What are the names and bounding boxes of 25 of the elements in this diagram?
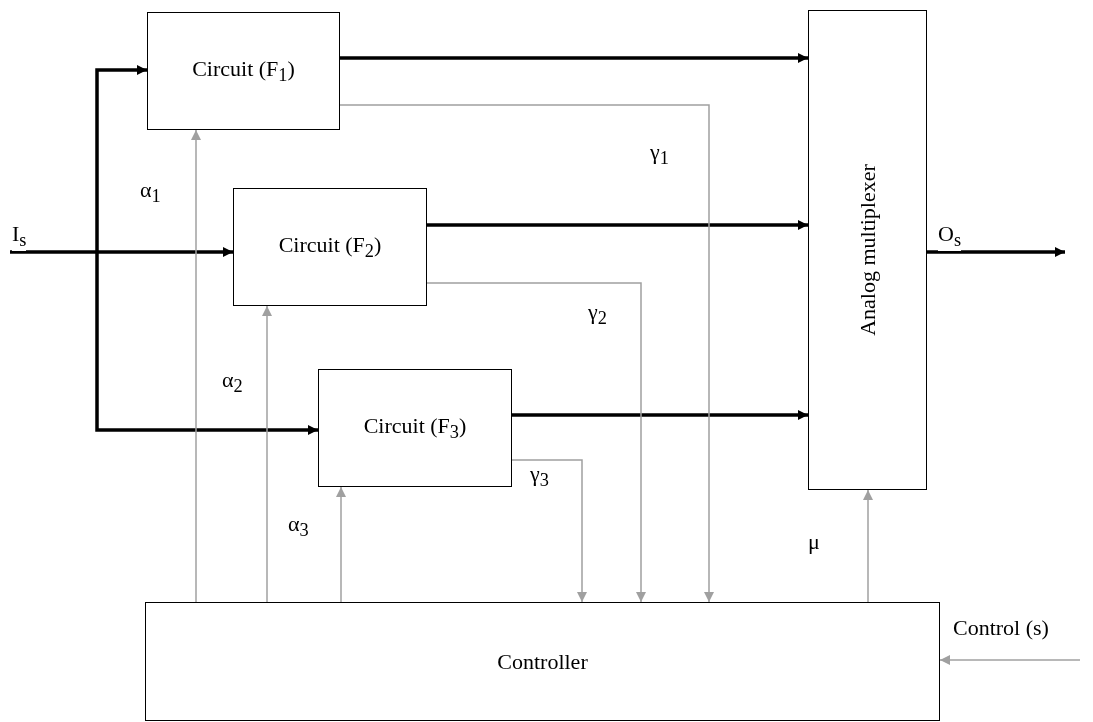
arrow: [511, 459, 587, 603]
node-label: Circuit (F$_{1}$): [192, 55, 295, 87]
node-label: Circuit (F$_{2}$): [278, 231, 382, 263]
arrow: [262, 305, 272, 603]
controller-box: [145, 602, 940, 721]
multiplexer-box: [808, 10, 927, 490]
node-label: Analog multiplexer: [854, 164, 881, 336]
arrow: [191, 129, 201, 603]
arrow: [336, 486, 346, 603]
arrow: [863, 489, 873, 603]
arrow: [10, 247, 233, 257]
node-label: Circuit (F$_{3}$): [363, 412, 467, 444]
arrow: [927, 247, 1065, 257]
arrow: [939, 655, 1081, 665]
arrow: [427, 220, 808, 230]
circuit-box: [147, 12, 340, 130]
arrow: [512, 410, 808, 420]
arrow: [95, 65, 147, 252]
arrow: [95, 252, 318, 435]
node-label: Controller: [497, 648, 588, 675]
arrow: [340, 53, 808, 63]
circuit-box: [233, 188, 427, 306]
circuit-box: [318, 369, 512, 487]
arrow: [426, 282, 646, 603]
arrow: [339, 104, 714, 603]
